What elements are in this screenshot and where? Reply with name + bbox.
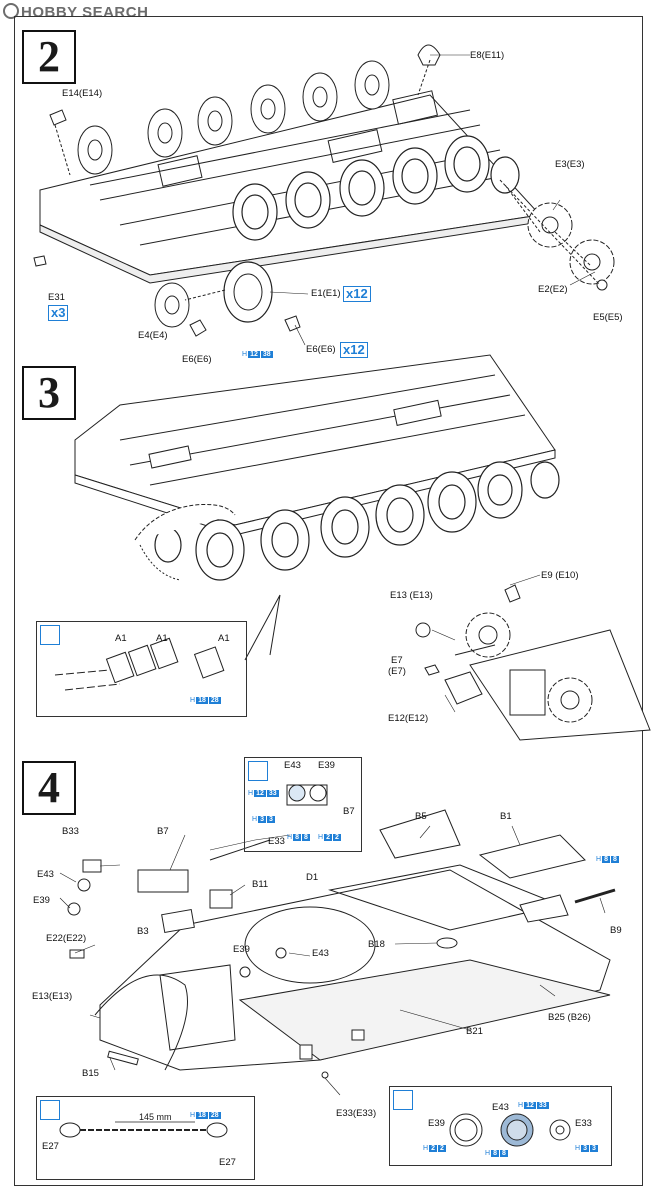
label-e39-b: E39 <box>233 944 250 955</box>
label-e7: E7 <box>391 655 403 666</box>
leader-lines <box>59 54 606 1096</box>
step2-hull-drawing <box>33 44 615 337</box>
label-e3: E3(E3) <box>555 159 585 170</box>
label-e1: E1(E1) <box>311 288 341 299</box>
label-b33: B33 <box>62 826 79 837</box>
label-e39-c: E39 <box>428 1118 445 1129</box>
label-e27-a: E27 <box>42 1141 59 1152</box>
label-a1-a: A1 <box>115 633 127 644</box>
label-b15: B15 <box>82 1068 99 1079</box>
tow-cable-drawing <box>59 1121 228 1138</box>
label-e33: E33(E33) <box>336 1108 377 1119</box>
label-e6-b: E6(E6) <box>306 344 336 355</box>
label-e14: E14(E14) <box>62 88 103 99</box>
label-e6-a: E6(E6) <box>182 354 212 365</box>
label-e33-c: E33 <box>575 1118 592 1129</box>
label-e39-inset: E39 <box>318 760 335 771</box>
track-detail-inset <box>36 621 247 717</box>
step-number-2: 2 <box>22 30 76 84</box>
label-b3: B3 <box>137 926 149 937</box>
paint-brush-icon <box>393 1090 413 1110</box>
label-a1-c: A1 <box>218 633 230 644</box>
qty-e31: x3 <box>48 305 69 321</box>
instruction-sheet-frame <box>14 16 643 1186</box>
label-e27-b: E27 <box>219 1157 236 1168</box>
step4-hull-drawing <box>67 809 616 1079</box>
label-e2: E2(E2) <box>538 284 568 295</box>
label-e33-inset: E33 <box>268 836 285 847</box>
label-b18: B18 <box>368 939 385 950</box>
label-e22: E22(E22) <box>46 933 87 944</box>
label-b1: B1 <box>500 811 512 822</box>
label-b21: B21 <box>466 1026 483 1037</box>
logo-icon <box>3 3 19 19</box>
qty-e1: x12 <box>343 286 371 302</box>
cable-length: 145 mm <box>139 1112 172 1122</box>
label-b25: B25 (B26) <box>548 1012 591 1023</box>
label-d1: D1 <box>306 872 319 883</box>
inset-detail-drawing <box>286 784 571 1147</box>
label-e43: E43 <box>37 869 54 880</box>
label-b7: B7 <box>157 826 169 837</box>
label-b5: B5 <box>415 811 427 822</box>
step-number-3: 3 <box>22 366 76 420</box>
track-link-drawing <box>54 637 225 691</box>
label-e43-b: E43 <box>312 948 329 959</box>
label-e12: E12(E12) <box>388 713 429 724</box>
label-e43-c: E43 <box>492 1102 509 1113</box>
label-e8: E8(E11) <box>470 50 505 61</box>
label-e13: E13(E13) <box>32 991 73 1002</box>
label-e13: E13 (E13) <box>390 590 433 601</box>
label-e31: E31 <box>48 292 65 303</box>
inset-detail-top <box>244 757 362 852</box>
qty-e6: x12 <box>340 342 368 358</box>
step-number-4: 4 <box>22 761 76 815</box>
tow-cable-inset <box>36 1096 255 1180</box>
paint-brush-icon <box>40 1100 60 1120</box>
label-e39: E39 <box>33 895 50 906</box>
paint-brush-icon <box>40 625 60 645</box>
label-e4: E4(E4) <box>138 330 168 341</box>
label-b11: B11 <box>252 879 269 890</box>
parts-detail-inset <box>389 1086 612 1166</box>
label-b9: B9 <box>610 925 622 936</box>
label-a1-b: A1 <box>156 633 168 644</box>
label-e5: E5(E5) <box>593 312 623 323</box>
label-e43-inset: E43 <box>284 760 301 771</box>
label-e9: E9 (E10) <box>541 570 579 581</box>
step3-hull-drawing <box>74 354 651 741</box>
label-e7-alt: (E7) <box>388 666 406 677</box>
label-b7-inset: B7 <box>343 806 355 817</box>
paint-brush-icon <box>248 761 268 781</box>
